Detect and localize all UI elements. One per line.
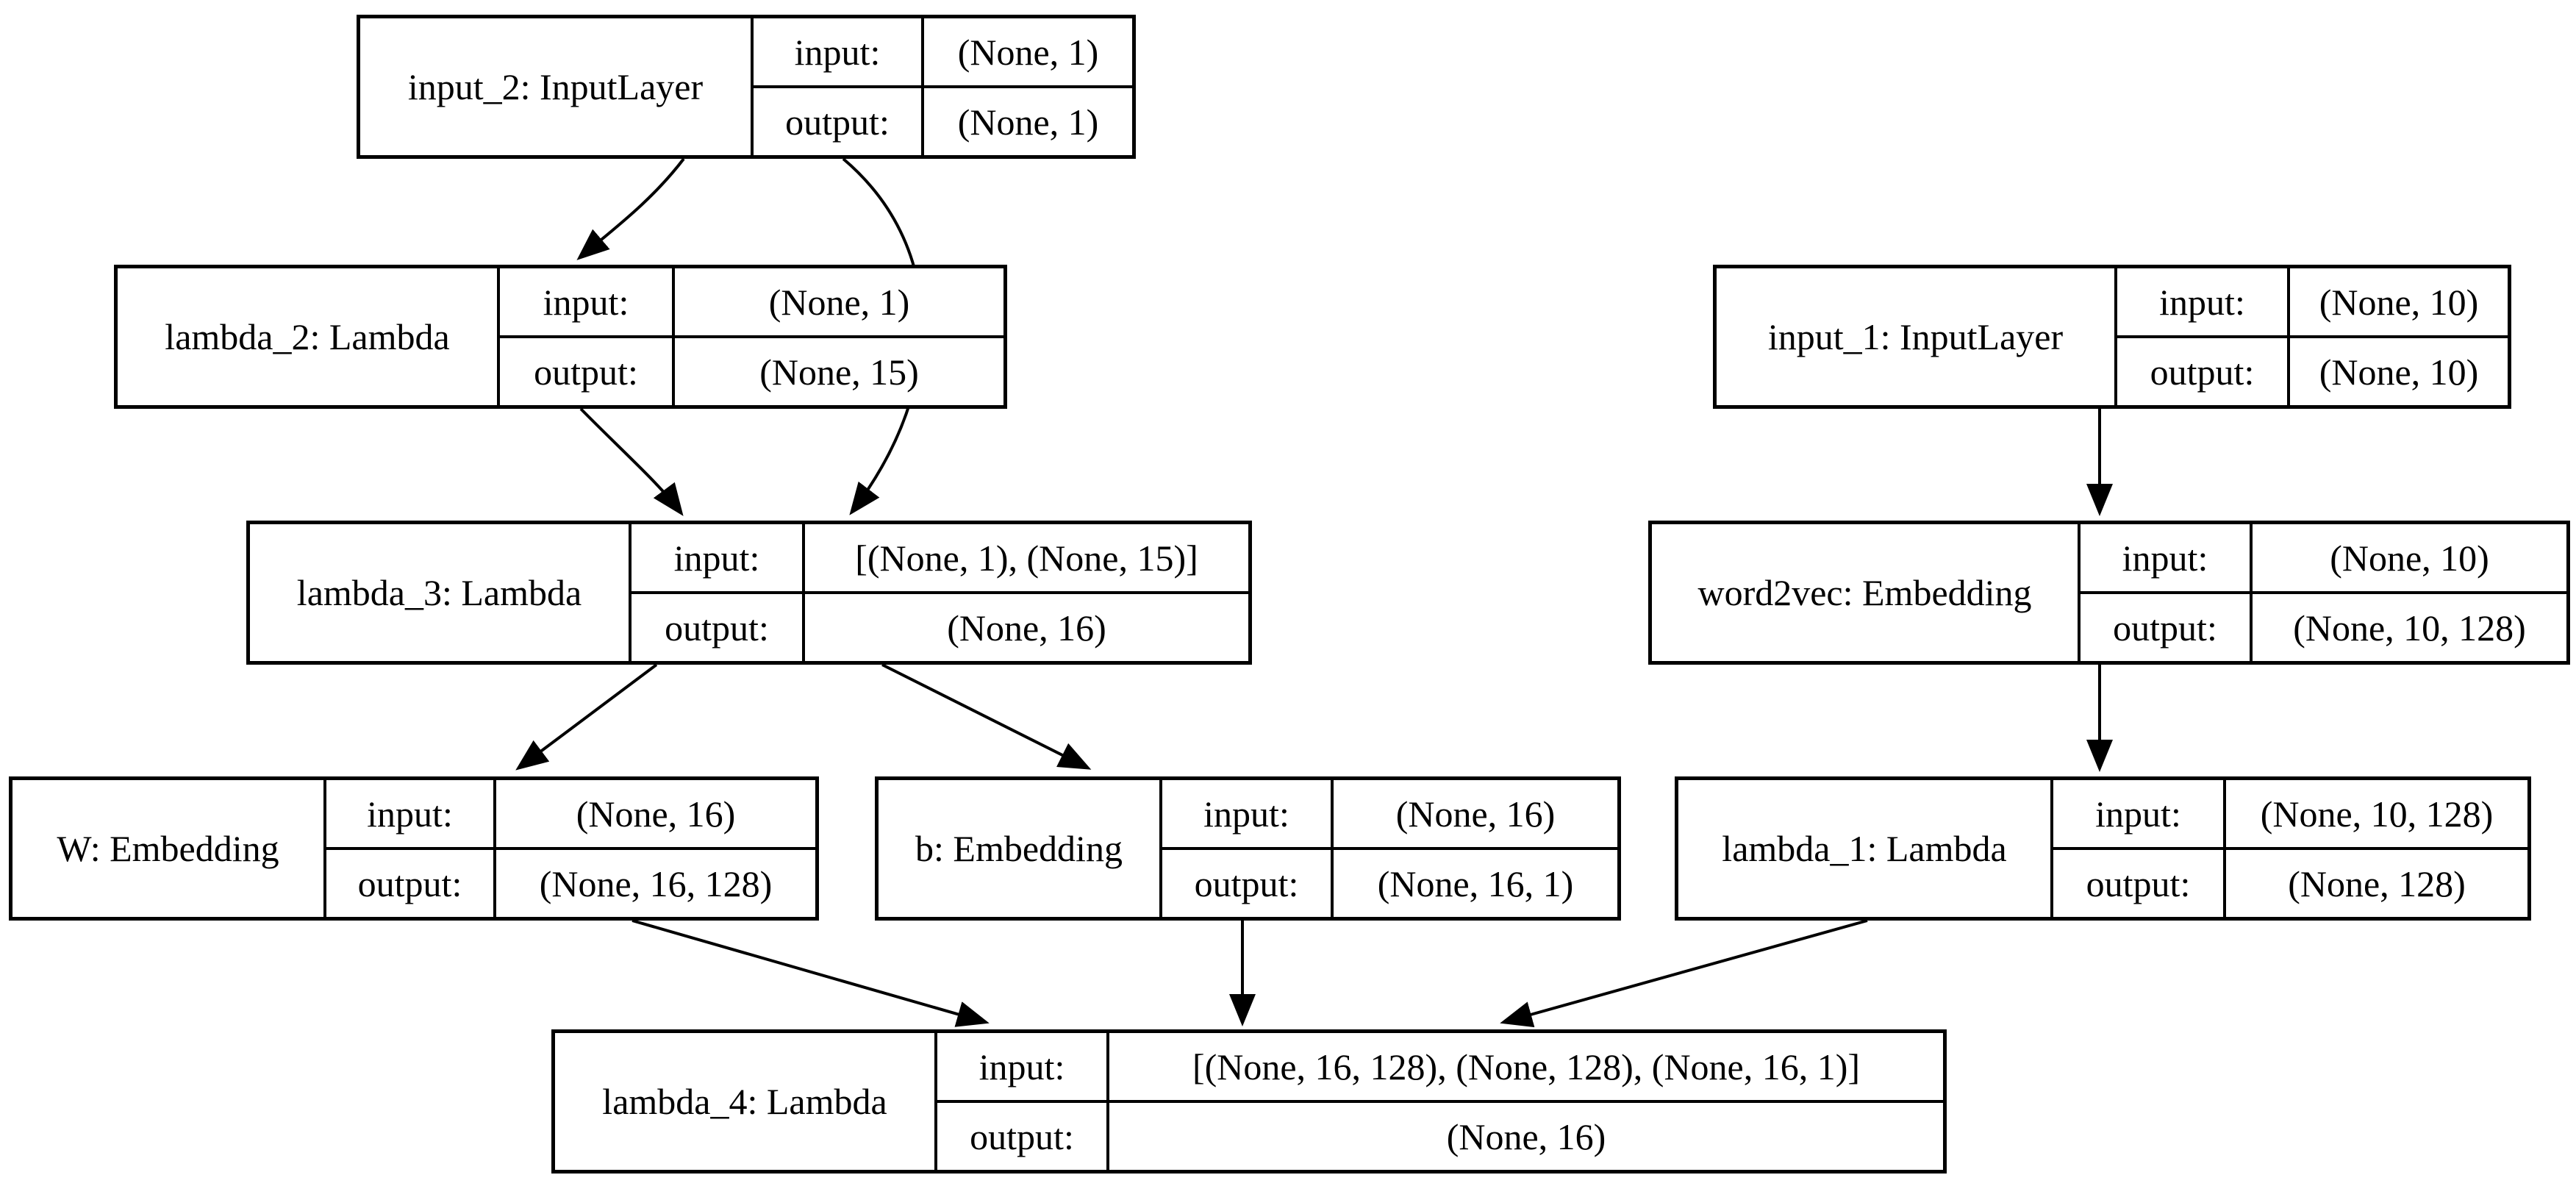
- layer-name: input_1: InputLayer: [1717, 268, 2117, 405]
- input-label: input:: [1162, 780, 1334, 847]
- input-shape: (None, 16): [1395, 793, 1556, 835]
- input-shape: (None, 16): [576, 793, 736, 835]
- input-label: input:: [937, 1033, 1109, 1100]
- output-label: output:: [500, 338, 675, 405]
- layer-node-W: W: Embedding input: (None, 16) output: (…: [9, 776, 819, 921]
- output-shape: (None, 16, 1): [1377, 862, 1574, 904]
- input-shape: (None, 10): [2330, 537, 2489, 579]
- io-table: input: [(None, 16, 128), (None, 128), (N…: [937, 1033, 1943, 1170]
- io-table: input: (None, 1) output: (None, 15): [500, 268, 1003, 405]
- edge-lambda_2-to-lambda_3: [579, 407, 684, 516]
- layer-node-input_1: input_1: InputLayer input: (None, 10) ou…: [1713, 265, 2511, 409]
- io-table: input: (None, 10, 128) output: (None, 12…: [2053, 780, 2527, 917]
- layer-name: lambda_1: Lambda: [1678, 780, 2053, 917]
- layer-node-lambda_1: lambda_1: Lambda input: (None, 10, 128) …: [1675, 776, 2531, 921]
- input-label: input:: [632, 524, 805, 591]
- layer-name: lambda_2: Lambda: [118, 268, 500, 405]
- output-shape: (None, 128): [2288, 862, 2466, 904]
- layer-name: lambda_4: Lambda: [555, 1033, 937, 1170]
- output-label: output:: [754, 88, 924, 155]
- output-label: output:: [632, 594, 805, 661]
- input-shape: (None, 10): [2319, 281, 2479, 323]
- layer-name: lambda_3: Lambda: [250, 524, 632, 661]
- layer-node-lambda_4: lambda_4: Lambda input: [(None, 16, 128)…: [551, 1029, 1947, 1174]
- io-table: input: (None, 1) output: (None, 1): [754, 18, 1132, 155]
- output-shape: (None, 16): [1446, 1115, 1606, 1157]
- input-label: input:: [754, 18, 924, 85]
- output-shape: (None, 16): [947, 607, 1106, 649]
- output-label: output:: [2117, 338, 2290, 405]
- input-label: input:: [500, 268, 675, 335]
- input-shape: (None, 1): [768, 281, 910, 323]
- edge-lambda_1-to-lambda_4: [1500, 919, 1868, 1028]
- layer-name: word2vec: Embedding: [1652, 524, 2081, 661]
- input-label: input:: [2081, 524, 2253, 591]
- layer-node-word2vec: word2vec: Embedding input: (None, 10) ou…: [1648, 521, 2570, 665]
- output-label: output:: [326, 850, 496, 917]
- layer-name: input_2: InputLayer: [360, 18, 754, 155]
- output-label: output:: [2081, 594, 2253, 661]
- edge-input_2-to-lambda_2: [576, 157, 685, 260]
- output-shape: (None, 10): [2319, 351, 2479, 393]
- layer-node-lambda_2: lambda_2: Lambda input: (None, 1) output…: [114, 265, 1007, 409]
- layer-node-lambda_3: lambda_3: Lambda input: [(None, 1), (Non…: [246, 521, 1252, 665]
- output-label: output:: [2053, 850, 2226, 917]
- input-label: input:: [2117, 268, 2290, 335]
- edge-lambda_3-to-b: [881, 663, 1092, 770]
- input-label: input:: [326, 780, 496, 847]
- layer-node-input_2: input_2: InputLayer input: (None, 1) out…: [357, 15, 1136, 159]
- input-shape: (None, 1): [957, 31, 1099, 73]
- io-table: input: (None, 10) output: (None, 10): [2117, 268, 2508, 405]
- edge-W-to-lambda_4: [632, 919, 990, 1027]
- io-table: input: [(None, 1), (None, 15)] output: (…: [632, 524, 1248, 661]
- output-label: output:: [1162, 850, 1334, 917]
- output-shape: (None, 16, 128): [539, 862, 773, 904]
- output-shape: (None, 15): [759, 351, 919, 393]
- io-table: input: (None, 10) output: (None, 10, 128…: [2081, 524, 2566, 661]
- io-table: input: (None, 16) output: (None, 16, 128…: [326, 780, 815, 917]
- output-shape: (None, 10, 128): [2293, 607, 2526, 649]
- output-shape: (None, 1): [957, 101, 1099, 143]
- input-shape: [(None, 16, 128), (None, 128), (None, 16…: [1192, 1046, 1861, 1087]
- layer-name: W: Embedding: [12, 780, 326, 917]
- edge-lambda_3-to-W: [515, 663, 658, 771]
- layer-name: b: Embedding: [879, 780, 1162, 917]
- output-label: output:: [937, 1103, 1109, 1170]
- input-shape: (None, 10, 128): [2260, 793, 2494, 835]
- layer-node-b: b: Embedding input: (None, 16) output: (…: [875, 776, 1621, 921]
- io-table: input: (None, 16) output: (None, 16, 1): [1162, 780, 1617, 917]
- input-label: input:: [2053, 780, 2226, 847]
- input-shape: [(None, 1), (None, 15)]: [855, 537, 1198, 579]
